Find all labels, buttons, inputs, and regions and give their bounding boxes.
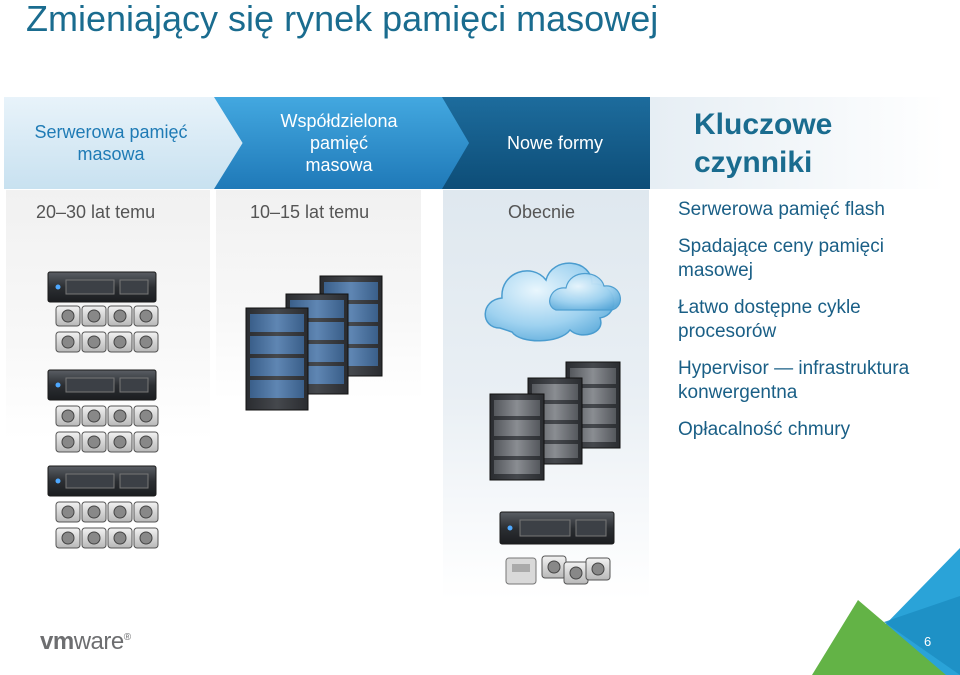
- corner-decoration: [812, 548, 960, 675]
- key-driver-item: Hypervisor — infrastruktura konwergentna: [678, 358, 910, 403]
- vmware-logo: vmware®: [40, 628, 131, 656]
- server-unit-icon: [47, 465, 157, 497]
- key-driver-item: Serwerowa pamięć flash: [678, 199, 885, 220]
- phase-label-line: masowa: [77, 144, 145, 164]
- era-label-shared: 10–15 lat temu: [250, 202, 370, 222]
- server-unit-icon: [47, 369, 157, 401]
- logo-part: ware: [73, 628, 125, 655]
- logo-part: ®: [123, 632, 131, 643]
- era-label-new: Obecnie: [508, 202, 576, 222]
- key-drivers-title-line: Kluczowe: [694, 108, 833, 141]
- phase-chevron-server-storage: Serwerowa pamięć masowa: [4, 97, 244, 189]
- phase-label-line: pamięć: [309, 133, 369, 153]
- hard-disk-stack-icon: [55, 305, 159, 549]
- key-drivers-title-line: czynniki: [694, 146, 813, 179]
- phase-label-line: Serwerowa pamięć: [34, 122, 188, 142]
- phase-chevron-shared-storage: Współdzielona pamięć masowa: [214, 97, 474, 189]
- phase-label-line: Współdzielona: [280, 111, 398, 131]
- key-driver-item: Łatwo dostępne cykle procesorów: [678, 297, 861, 342]
- server-unit-icon: [499, 511, 615, 545]
- hard-disk-stack-icon: [541, 555, 611, 585]
- page-number: 6: [924, 634, 932, 649]
- storage-array-icon: [245, 275, 383, 411]
- era-label-server: 20–30 lat temu: [36, 202, 156, 222]
- phase-label-line: Nowe formy: [506, 133, 604, 153]
- server-unit-icon: [47, 271, 157, 303]
- key-drivers-list: Serwerowa pamięć flash Spadające ceny pa…: [678, 198, 954, 455]
- storage-array-icon: [489, 361, 621, 481]
- key-driver-item: Spadające ceny pamięci masowej: [678, 236, 884, 281]
- cloud-icon: [484, 262, 621, 342]
- flash-drive-icon: [505, 557, 537, 585]
- phase-label-line: masowa: [305, 155, 373, 175]
- slide-title: Zmieniający się rynek pamięci masowej: [26, 0, 659, 39]
- key-drivers-header: [650, 97, 946, 189]
- key-driver-item: Opłacalność chmury: [678, 419, 851, 440]
- phase-chevron-new-forms: Nowe formy: [442, 97, 688, 189]
- logo-part: vm: [40, 628, 74, 655]
- key-drivers-title: Kluczowe czynniki: [694, 106, 914, 182]
